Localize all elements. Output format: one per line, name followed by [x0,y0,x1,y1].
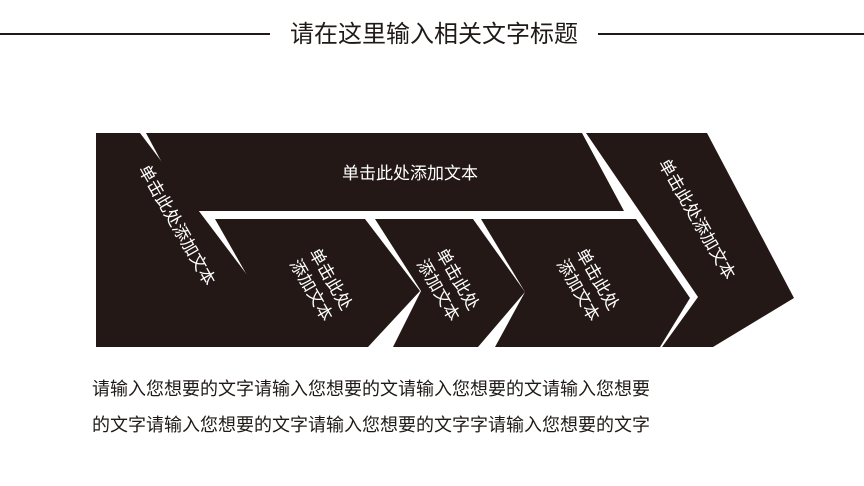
body-paragraph: 请输入您想要的文字请输入您想要的文请输入您想要的文请输入您想要 的文字请输入您想… [92,372,792,444]
title-rule-right [598,33,864,35]
title-rule-left [0,33,270,35]
page-title: 请在这里输入相关文字标题 [290,20,578,48]
top-banner-label: 单击此处添加文本 [342,164,478,184]
left-chevron-block[interactable] [96,133,260,347]
right-arrow-block[interactable] [586,133,794,347]
chevron-box-2[interactable] [375,219,525,347]
chevron-box-3[interactable] [481,219,690,347]
top-banner-block[interactable] [146,133,624,211]
chevron-box-1[interactable] [215,219,420,347]
body-line-1: 请输入您想要的文字请输入您想要的文请输入您想要的文请输入您想要 [92,379,650,400]
body-line-2: 的文字请输入您想要的文字请输入您想要的文字字请输入您想要的文字 [92,415,650,436]
